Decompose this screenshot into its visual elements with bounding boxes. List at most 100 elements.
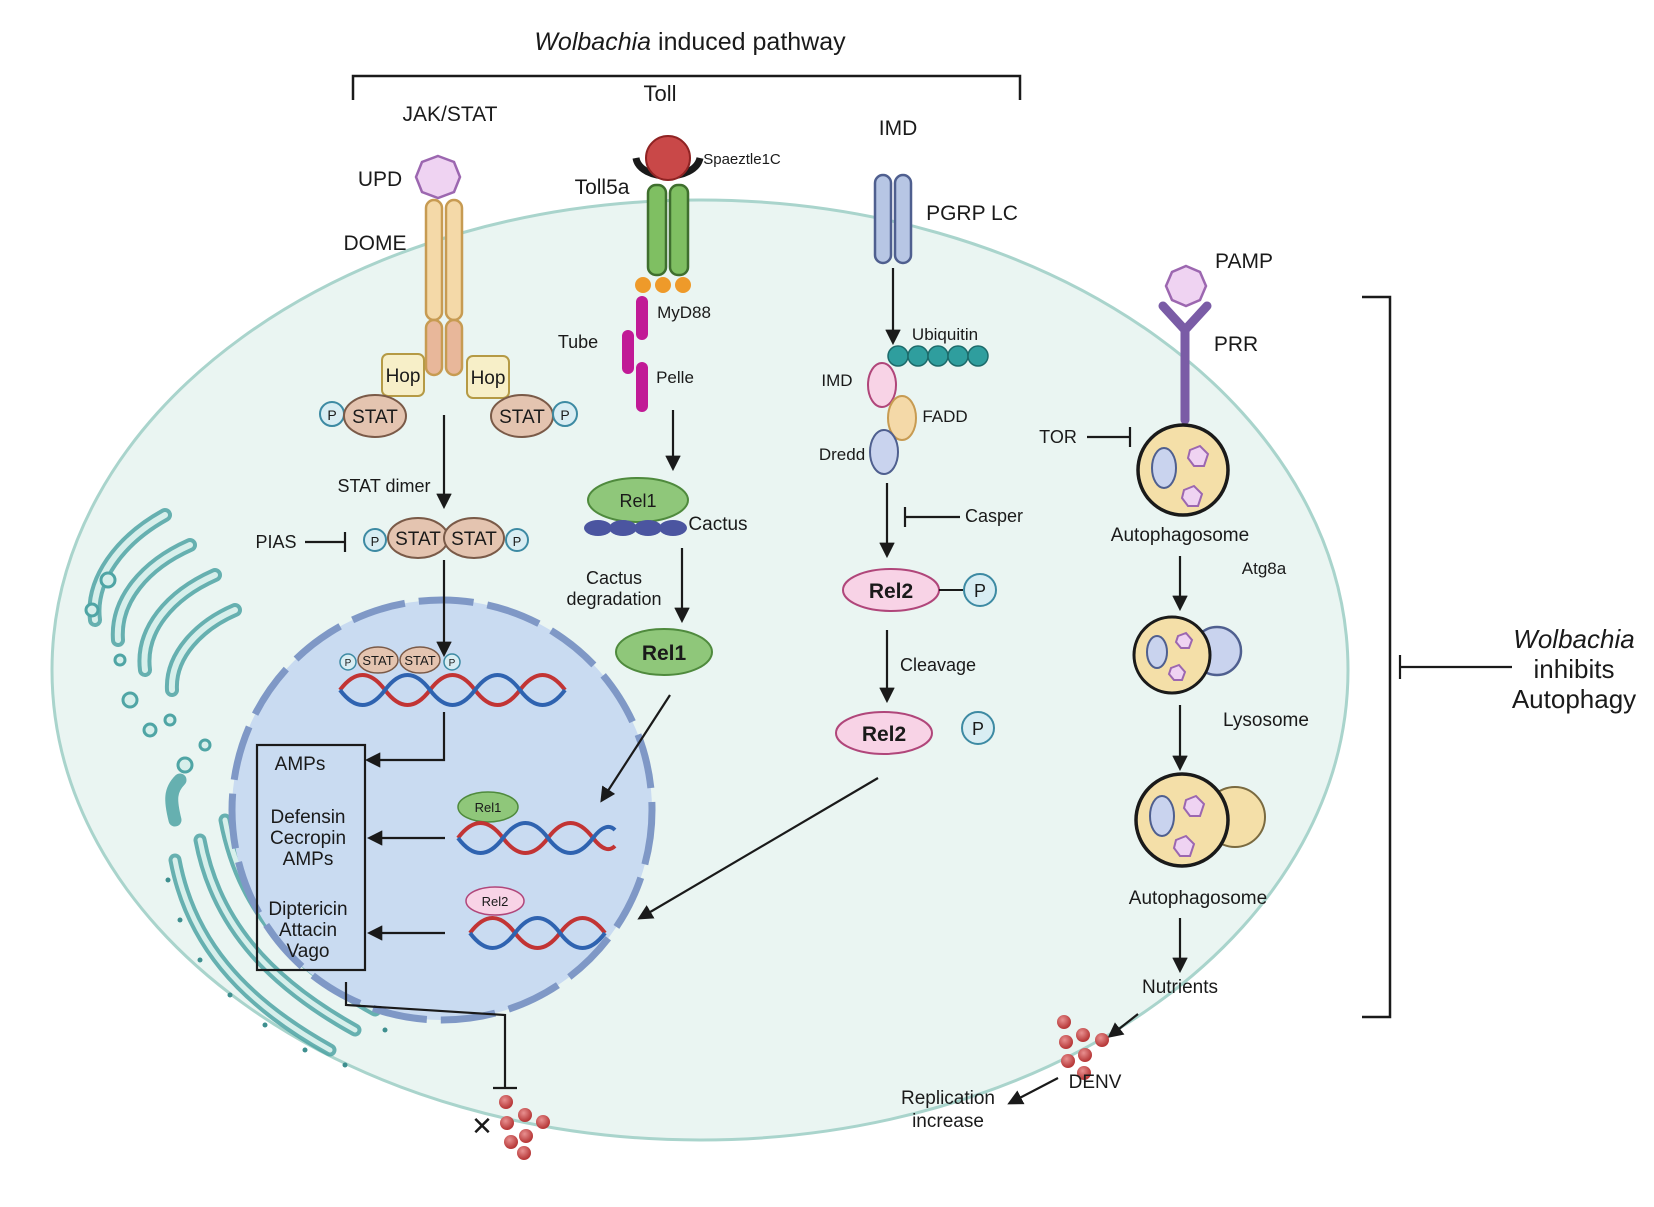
p-free bbox=[961, 711, 995, 745]
autophagosome-lysosome-approach bbox=[1132, 615, 1243, 695]
amps2-label: AMPs bbox=[283, 849, 334, 870]
denv-particles bbox=[1057, 1015, 1109, 1080]
casper-label: Casper bbox=[965, 506, 1023, 526]
dna-helix-rel2 bbox=[468, 916, 607, 950]
dna-stat-left-label: STAT bbox=[362, 653, 393, 668]
dna-helix-jakstat bbox=[338, 673, 567, 707]
arrow-rel2-to-nucleus bbox=[637, 777, 879, 920]
vago-label: Vago bbox=[287, 941, 330, 962]
imd-heading: IMD bbox=[879, 117, 918, 140]
pelle-label: Pelle bbox=[656, 368, 694, 387]
dna-p-left bbox=[339, 653, 357, 671]
hop-right bbox=[466, 355, 510, 399]
cleavage-label: Cleavage bbox=[900, 655, 976, 675]
pgrp-lc-receptor bbox=[873, 173, 913, 265]
cactus-degradation-label-1: Cactus bbox=[586, 568, 642, 588]
rel2-p-bound bbox=[963, 573, 997, 607]
autophagosome2-label: Autophagosome bbox=[1129, 888, 1267, 909]
attacin-label: Attacin bbox=[279, 920, 337, 941]
rel1-free-label: Rel1 bbox=[642, 642, 687, 665]
toll5a-receptor bbox=[646, 183, 690, 277]
cactus-degradation-label-2: degradation bbox=[566, 589, 661, 609]
dredd-protein bbox=[869, 429, 899, 475]
side-label-2: inhibits bbox=[1534, 654, 1615, 684]
wolbachia-inhibits-autophagy bbox=[1398, 655, 1512, 679]
amps-inhibit-denv bbox=[344, 982, 517, 1090]
atg8a-label: Atg8a bbox=[1242, 559, 1287, 578]
x-mark: ✕ bbox=[471, 1111, 493, 1141]
pias-label: PIAS bbox=[255, 532, 296, 552]
cecropin-label: Cecropin bbox=[270, 828, 346, 849]
jakstat-heading: JAK/STAT bbox=[403, 103, 498, 126]
cactus-beads bbox=[584, 520, 687, 536]
spaeztle-label: Spaeztle1C bbox=[703, 151, 781, 168]
prr-receptor bbox=[1158, 301, 1212, 425]
nutrients-label: Nutrients bbox=[1142, 977, 1218, 998]
replication-label-1: Replication bbox=[901, 1088, 995, 1109]
rel2-phospho-label: Rel2 bbox=[869, 580, 913, 603]
dna-p-left-label: P bbox=[345, 658, 352, 669]
fadd-label: FADD bbox=[922, 407, 967, 426]
p-free-label: P bbox=[972, 719, 984, 739]
lysosome-label: Lysosome bbox=[1223, 710, 1309, 731]
rel1-free bbox=[615, 628, 713, 676]
myd88-label: MyD88 bbox=[657, 303, 711, 322]
dimer-stat-right-label: STAT bbox=[451, 529, 497, 550]
imd-protein-label: IMD bbox=[821, 371, 852, 390]
imd-protein bbox=[867, 362, 897, 408]
toll5a-label: Toll5a bbox=[575, 176, 630, 199]
p-right-label: P bbox=[560, 407, 569, 423]
rel2-p-bound-label: P bbox=[974, 581, 986, 601]
nuclear-envelope bbox=[228, 596, 656, 1024]
dna-p-right bbox=[443, 653, 461, 671]
stat-right-label: STAT bbox=[499, 407, 545, 428]
pias-inhibition bbox=[305, 532, 347, 552]
arrow-nutrients-to-denv bbox=[1107, 1013, 1139, 1038]
title-rest: induced pathway bbox=[651, 28, 846, 56]
replication-label-2: increase bbox=[912, 1111, 984, 1132]
hop-left-label: Hop bbox=[386, 366, 421, 387]
pathway-bracket bbox=[351, 74, 1022, 100]
amps-label: AMPs bbox=[275, 754, 326, 775]
pamp-ligand bbox=[1164, 264, 1208, 308]
tube-label: Tube bbox=[558, 332, 598, 352]
p-right bbox=[552, 401, 578, 427]
dimer-p-left bbox=[363, 528, 387, 552]
toll-heading: Toll bbox=[643, 81, 676, 106]
dna-p-right-label: P bbox=[449, 658, 456, 669]
stat-left bbox=[343, 394, 407, 438]
upd-ligand bbox=[414, 154, 462, 200]
dredd-label: Dredd bbox=[819, 445, 865, 464]
amps-box bbox=[255, 743, 367, 972]
tor-label: TOR bbox=[1039, 427, 1077, 447]
dome-receptor bbox=[424, 198, 464, 377]
fadd-protein bbox=[887, 395, 917, 441]
dimer-p-right bbox=[505, 528, 529, 552]
defensin-label: Defensin bbox=[271, 807, 346, 828]
rel1-cactus-complex bbox=[587, 477, 689, 523]
ubiquitin-label: Ubiquitin bbox=[912, 325, 978, 344]
stat-dimer-label: STAT dimer bbox=[337, 476, 430, 496]
denv-particles-inhibited bbox=[499, 1095, 550, 1160]
rel2-cleaved-label: Rel2 bbox=[862, 723, 906, 746]
side-label-1: Wolbachia bbox=[1513, 624, 1634, 654]
myd88-tube-pelle bbox=[622, 296, 648, 412]
dna-helix-rel1 bbox=[456, 821, 617, 855]
rel2-cleaved bbox=[835, 711, 933, 755]
rel2-on-dna-label: Rel2 bbox=[482, 894, 509, 909]
cactus-label: Cactus bbox=[688, 514, 747, 535]
dome-label: DOME bbox=[344, 232, 407, 255]
tir-domains bbox=[635, 277, 691, 293]
golgi-vesicles bbox=[84, 571, 212, 774]
autophagy-bracket bbox=[1362, 295, 1392, 1019]
tor-inhibition bbox=[1087, 427, 1132, 447]
dimer-p-left-label: P bbox=[371, 534, 380, 549]
denv-label: DENV bbox=[1069, 1072, 1122, 1093]
prr-label: PRR bbox=[1214, 333, 1258, 356]
pgrp-label: PGRP LC bbox=[926, 202, 1018, 225]
dimer-stat-left-label: STAT bbox=[395, 529, 441, 550]
pamp-label: PAMP bbox=[1215, 250, 1273, 273]
dimer-stat-right bbox=[443, 517, 505, 559]
rel1-complex-label: Rel1 bbox=[619, 491, 656, 511]
